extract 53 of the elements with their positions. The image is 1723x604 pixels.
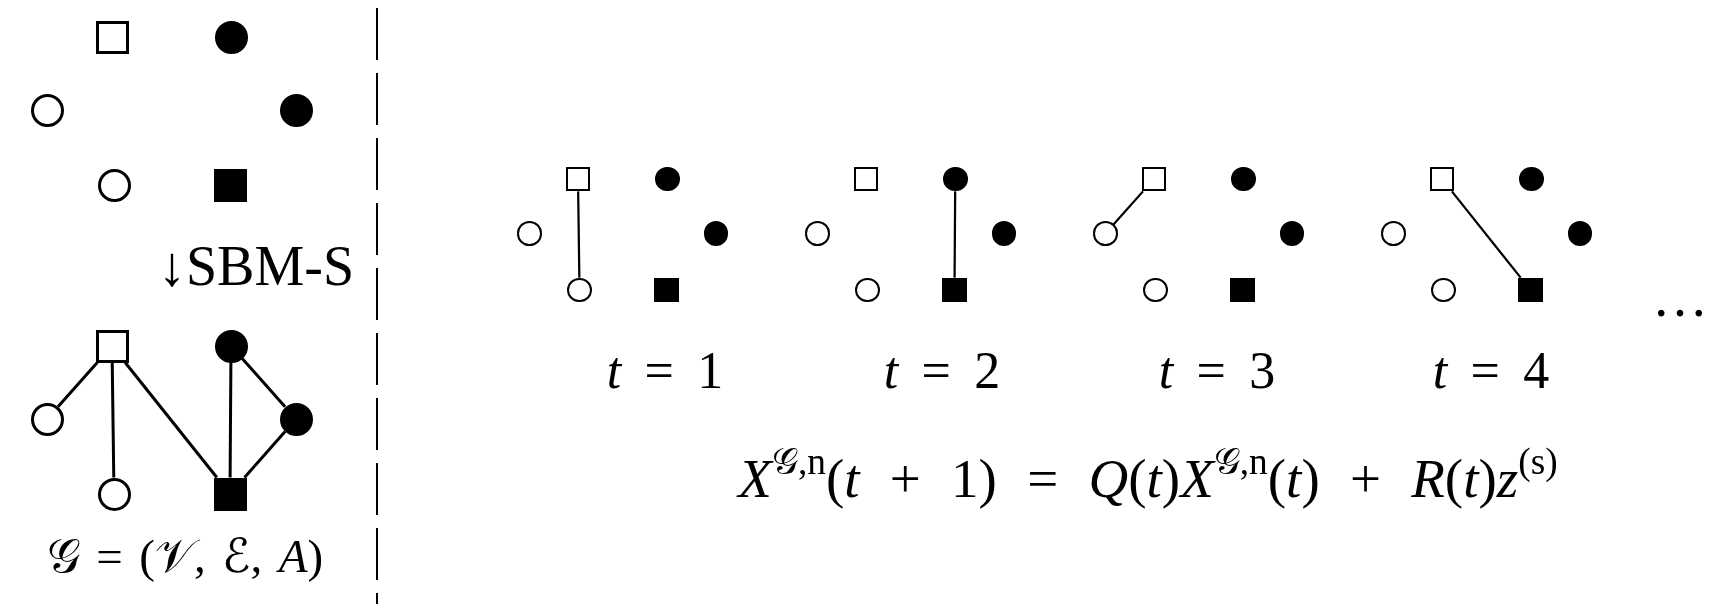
filled-circle-node <box>214 329 248 363</box>
open-circle-node <box>97 477 131 511</box>
graph-edge <box>953 191 957 278</box>
time-step-label: t = 3 <box>1158 345 1276 398</box>
graph-edge <box>124 361 218 479</box>
filled-square-node <box>1518 277 1543 303</box>
open-square-node <box>1429 166 1455 192</box>
graph-edge <box>577 191 581 278</box>
filled-square-node <box>654 277 679 303</box>
open-circle-node <box>1380 221 1406 247</box>
graph-edge <box>56 361 99 408</box>
graph-edge <box>1451 190 1522 279</box>
graph-edge <box>110 362 116 478</box>
transform-label: ↓SBM-S <box>157 238 355 295</box>
filled-square-node <box>213 168 247 202</box>
open-circle-node <box>1431 277 1456 303</box>
open-circle-node <box>1092 221 1118 247</box>
open-square-node <box>853 166 879 192</box>
graph-edge <box>1112 190 1144 226</box>
open-circle-node <box>30 402 64 436</box>
time-step-label: t = 2 <box>883 345 1001 398</box>
filled-square-node <box>1230 277 1255 303</box>
open-square-node <box>565 166 591 192</box>
graph-edge <box>243 430 287 479</box>
graph-definition: 𝒢 = (𝒱, ℰ, A) <box>46 532 324 580</box>
filled-circle-node <box>279 402 313 436</box>
filled-circle-node <box>991 221 1017 247</box>
open-circle-node <box>567 277 592 303</box>
filled-circle-node <box>214 20 248 54</box>
filled-circle-node <box>1518 166 1544 192</box>
open-circle-node <box>804 221 830 247</box>
graph-edge <box>228 362 233 478</box>
time-step-label: t = 1 <box>606 345 724 398</box>
filled-circle-node <box>279 93 313 127</box>
filled-circle-node <box>942 166 968 192</box>
ellipsis: … <box>1652 269 1708 326</box>
filled-circle-node <box>1230 166 1256 192</box>
graph-edge <box>240 357 287 408</box>
open-circle-node <box>1143 277 1168 303</box>
filled-circle-node <box>1279 221 1305 247</box>
filled-circle-node <box>1567 221 1593 247</box>
open-circle-node <box>97 168 131 202</box>
open-square-node <box>95 20 129 54</box>
filled-square-node <box>942 277 967 303</box>
filled-circle-node <box>654 166 680 192</box>
time-step-label: t = 4 <box>1432 345 1550 398</box>
filled-square-node <box>213 477 247 511</box>
open-square-node <box>95 329 129 363</box>
open-circle-node <box>30 93 64 127</box>
open-circle-node <box>516 221 542 247</box>
open-circle-node <box>855 277 880 303</box>
filled-circle-node <box>703 221 729 247</box>
open-square-node <box>1141 166 1167 192</box>
